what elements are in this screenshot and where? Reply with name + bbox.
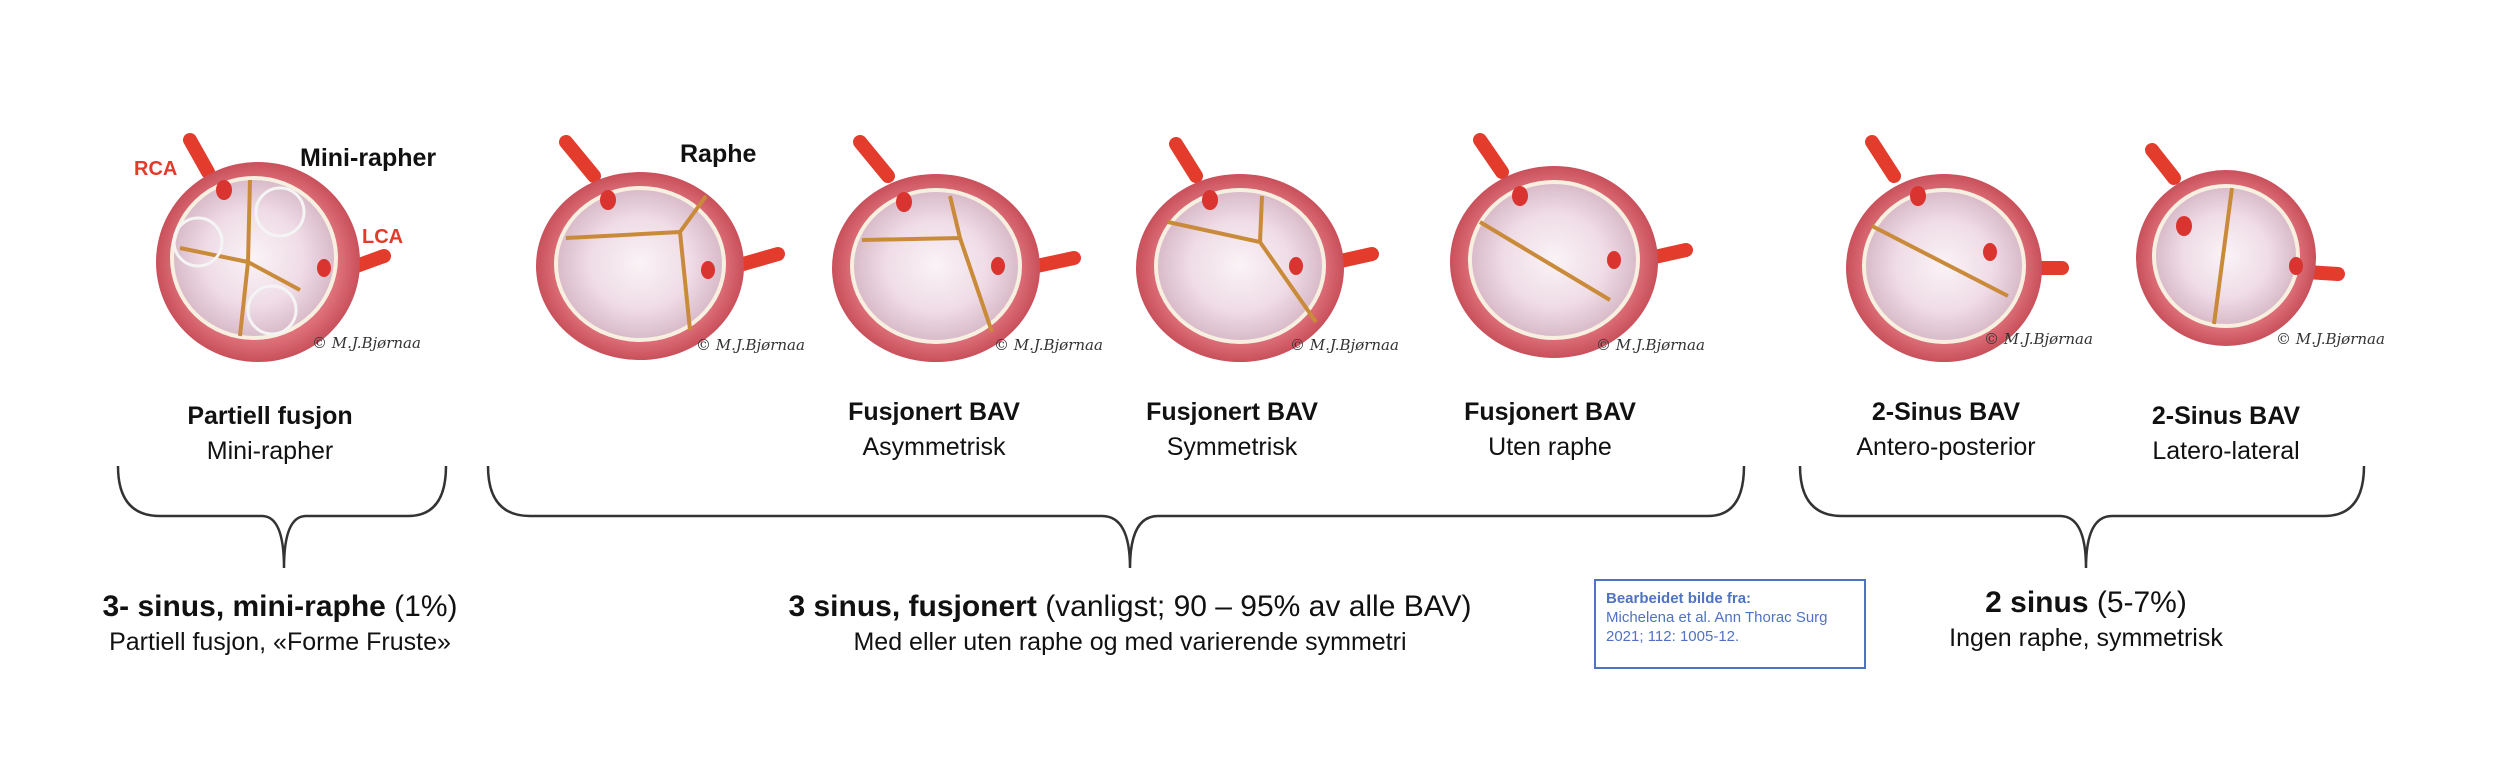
valve-subtitle: Asymmetrisk	[862, 433, 1006, 461]
valve-caption-no-raphe: Fusjonert BAV Uten raphe	[1430, 398, 1670, 462]
valve-partial-fusion	[156, 133, 391, 362]
signature: © M.J.Bjørnaa	[994, 336, 1103, 354]
valve-caption-asymmetric: Fusjonert BAV Asymmetrisk	[814, 398, 1054, 462]
bracket-fused	[486, 465, 1746, 569]
raphe-label: Raphe	[680, 140, 757, 168]
group-caption-2-sinus: 2 sinus (5-7%) Ingen raphe, symmetrisk	[1916, 586, 2256, 653]
lca-label: LCA	[362, 226, 404, 248]
signature: © M.J.Bjørnaa	[1596, 336, 1705, 354]
signature: © M.J.Bjørnaa	[1290, 336, 1399, 354]
bracket-mini-raphe	[116, 465, 448, 569]
group-subtitle: Med eller uten raphe og med varierende s…	[853, 628, 1407, 656]
signature: © M.J.Bjørnaa	[696, 336, 805, 354]
valve-2-sinus-antero-posterior	[1846, 135, 2069, 362]
valve-caption-partial-fusion: Partiell fusjon Mini-rapher	[150, 402, 390, 466]
mini-rapher-label: Mini-rapher	[300, 144, 437, 172]
rca-label: RCA	[134, 158, 178, 180]
group-title-bold: 3- sinus, mini-raphe	[102, 590, 386, 623]
valve-raphe	[536, 135, 785, 360]
valve-fused-no-raphe	[1450, 133, 1693, 358]
group-subtitle: Ingen raphe, symmetrisk	[1949, 624, 2223, 652]
valve-fused-symmetric	[1136, 137, 1379, 362]
valve-caption-symmetric: Fusjonert BAV Symmetrisk	[1112, 398, 1352, 462]
group-title-rest: (5-7%)	[2088, 586, 2187, 619]
valve-subtitle: Mini-rapher	[206, 437, 334, 465]
valve-title: Fusjonert BAV	[1146, 398, 1318, 426]
valve-caption-antero-posterior: 2-Sinus BAV Antero-posterior	[1826, 398, 2066, 462]
signature: © M.J.Bjørnaa	[1984, 330, 2093, 348]
valve-subtitle: Antero-posterior	[1856, 433, 2036, 461]
credit-text: Michelena et al. Ann Thorac Surg 2021; 1…	[1606, 609, 1828, 645]
valve-subtitle: Symmetrisk	[1166, 433, 1298, 461]
valve-title: 2-Sinus BAV	[2151, 402, 2301, 430]
group-subtitle: Partiell fusjon, «Forme Fruste»	[109, 628, 451, 656]
group-title-rest: (1%)	[385, 590, 458, 623]
valve-title: 2-Sinus BAV	[1871, 398, 2021, 426]
signature: © M.J.Bjørnaa	[312, 334, 421, 352]
signature: © M.J.Bjørnaa	[2276, 330, 2385, 348]
credit-title: Bearbeidet bilde fra:	[1606, 590, 1752, 607]
valve-subtitle: Uten raphe	[1488, 433, 1612, 461]
group-caption-mini-raphe: 3- sinus, mini-raphe (1%) Partiell fusjo…	[60, 590, 500, 657]
valve-title: Partiell fusjon	[187, 402, 353, 430]
valve-title: Fusjonert BAV	[1464, 398, 1636, 426]
group-title-rest: (vanligst; 90 – 95% av alle BAV)	[1036, 590, 1472, 623]
bracket-2-sinus	[1798, 465, 2366, 569]
valve-caption-latero-lateral: 2-Sinus BAV Latero-lateral	[2106, 402, 2346, 466]
group-title-bold: 2 sinus	[1985, 586, 2089, 619]
group-title-bold: 3 sinus, fusjonert	[788, 590, 1037, 623]
valve-fused-asymmetric	[832, 135, 1081, 362]
valve-2-sinus-latero-lateral	[2136, 143, 2345, 346]
valve-title: Fusjonert BAV	[848, 398, 1020, 426]
valve-subtitle: Latero-lateral	[2152, 437, 2300, 465]
source-credit-box: Bearbeidet bilde fra: Michelena et al. A…	[1594, 579, 1866, 669]
group-caption-fused: 3 sinus, fusjonert (vanligst; 90 – 95% a…	[730, 590, 1530, 657]
